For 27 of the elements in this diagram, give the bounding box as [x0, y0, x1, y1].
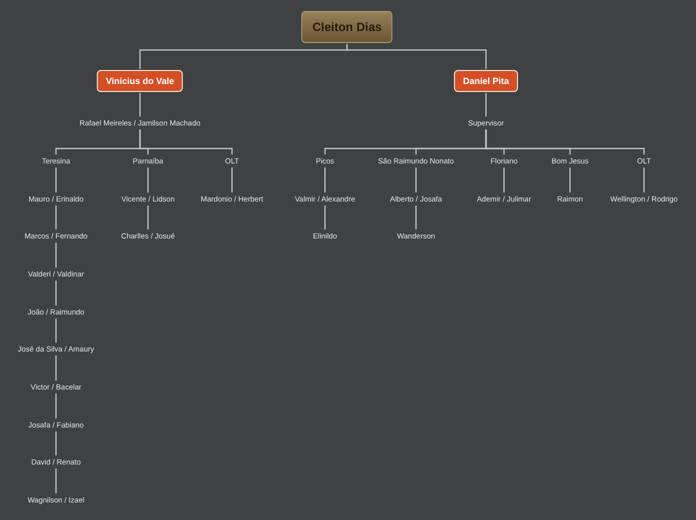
connector-line — [231, 168, 233, 192]
connector-line — [139, 130, 233, 154]
connector-line — [485, 93, 487, 116]
connector-line — [55, 468, 57, 494]
connector-line — [55, 168, 57, 192]
connector-line — [324, 206, 326, 230]
connector-line — [147, 168, 149, 192]
connector-line — [55, 206, 57, 230]
connector-line — [346, 44, 487, 69]
connector-line — [324, 168, 326, 192]
connector-line — [55, 356, 57, 380]
connector-line — [55, 394, 57, 418]
topic-box: Daniel Pita — [454, 70, 518, 92]
connector-line — [415, 206, 417, 230]
connector-line — [503, 168, 505, 192]
connector-line — [55, 318, 57, 342]
connector-line — [55, 432, 57, 456]
connector-line — [643, 168, 645, 192]
root-topic-box: Cleiton Dias — [301, 11, 393, 43]
connector-line — [415, 168, 417, 192]
connector-line — [55, 280, 57, 306]
connector-line — [139, 93, 141, 116]
connector-line — [569, 168, 571, 192]
topic-box: Vinicius do Vale — [96, 70, 184, 92]
connector-line — [55, 242, 57, 268]
connector-line — [147, 206, 149, 230]
connector-line — [485, 130, 645, 154]
